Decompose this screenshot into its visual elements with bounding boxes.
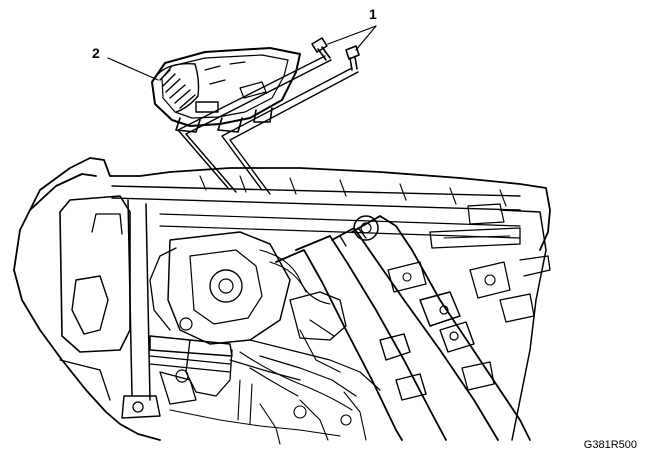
screw-part-1-left	[311, 37, 331, 61]
installation-guides	[177, 55, 359, 195]
callout-label-1: 1	[369, 6, 377, 22]
instrument-panel-carrier	[13, 157, 551, 441]
figure-code: G381R500	[583, 439, 637, 451]
steering-column	[275, 215, 531, 441]
lower-details	[169, 391, 367, 445]
right-side-details	[387, 203, 535, 323]
center-mechanism	[149, 231, 381, 425]
callout-label-2: 2	[92, 45, 100, 61]
leader-lines	[107, 25, 377, 81]
cover-bracket-part-2	[151, 47, 301, 133]
lower-cross-members	[59, 335, 301, 405]
